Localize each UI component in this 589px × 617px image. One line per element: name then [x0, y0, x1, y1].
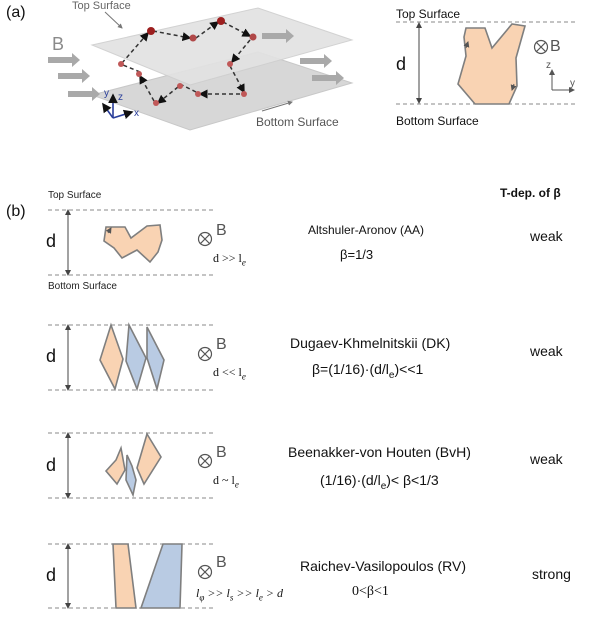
side-field-label: B [550, 38, 561, 55]
side-thickness-label: d [396, 54, 407, 74]
side-axis-y: y [570, 78, 575, 89]
b-into-page-icon-3 [197, 453, 213, 469]
row2-thickness: d [46, 346, 57, 366]
top-surface-label-3d: Top Surface [72, 0, 131, 12]
row3-field: B [216, 444, 227, 461]
row-graphics [48, 209, 215, 609]
row2-formula: β=(1/16)·(d/le)<<1 [312, 361, 424, 381]
b-into-page-icon-2 [197, 346, 213, 362]
side-axis-z: z [546, 60, 551, 71]
row2-model-name: Dugaev-Khmelnitskii (DK) [290, 335, 451, 351]
panel-a-label: (a) [6, 4, 26, 21]
tdep-column-header: T-dep. of β [500, 186, 561, 200]
b-into-page-icon [533, 39, 549, 55]
side-top-surface-label: Top Surface [396, 7, 461, 21]
row1-formula: β=1/3 [340, 247, 374, 262]
loop-dk-3 [146, 326, 165, 392]
row1-condition: d >> le [213, 251, 246, 268]
side-loop [457, 23, 527, 105]
electron-trajectory [121, 21, 252, 104]
row4-model-name: Raichev-Vasilopoulos (RV) [300, 558, 466, 574]
axis-y-3d: y [104, 88, 109, 99]
loop-dk-2 [125, 322, 147, 392]
row2-field: B [216, 336, 227, 353]
loop-bvh-3 [136, 432, 162, 486]
loop-dk-1 [99, 322, 124, 392]
axis-x-3d: x [134, 108, 139, 119]
row2-condition: d << le [213, 365, 246, 382]
loop-rv-1 [112, 543, 137, 609]
bottom-surface-label-3d: Bottom Surface [256, 115, 339, 129]
row3-model-name: Beenakker-von Houten (BvH) [288, 444, 471, 460]
top-plane [90, 7, 354, 86]
side-view [396, 21, 578, 105]
row4-formula: 0<β<1 [352, 584, 389, 599]
row4-condition: lφ >> ls >> le > d [196, 586, 284, 603]
row1-bottom-surface: Bottom Surface [48, 281, 117, 292]
row2-tdep: weak [530, 343, 563, 359]
axes-3d [102, 93, 134, 119]
slab-3d [48, 7, 354, 131]
row4-field: B [216, 554, 227, 571]
axis-z-3d: z [118, 92, 123, 103]
side-axes [549, 69, 575, 93]
row1-thickness: d [46, 231, 57, 251]
row3-formula: (1/16)·(d/le)< β<1/3 [320, 472, 439, 492]
loop-rv-2 [139, 543, 183, 609]
row3-tdep: weak [530, 451, 563, 467]
row4-tdep: strong [532, 566, 571, 582]
loop-aa [103, 224, 163, 264]
field-arrows-3d [48, 29, 344, 101]
side-bottom-surface-label: Bottom Surface [396, 114, 479, 128]
panel-b-label: (b) [6, 203, 26, 220]
row4-thickness: d [46, 565, 57, 585]
b-into-page-icon-1 [197, 231, 213, 247]
row1-top-surface: Top Surface [48, 190, 102, 201]
scattering-centers [118, 17, 257, 106]
loop-bvh-1 [104, 445, 126, 486]
row3-thickness: d [46, 455, 57, 475]
field-label-3d: B [52, 34, 65, 54]
loop-bvh-2 [125, 454, 137, 498]
b-into-page-icon-4 [197, 564, 213, 580]
row3-condition: d ~ le [213, 473, 239, 490]
row1-field: B [216, 222, 227, 239]
row1-tdep: weak [530, 228, 563, 244]
row1-model-name: Altshuler-Aronov (AA) [308, 223, 425, 237]
